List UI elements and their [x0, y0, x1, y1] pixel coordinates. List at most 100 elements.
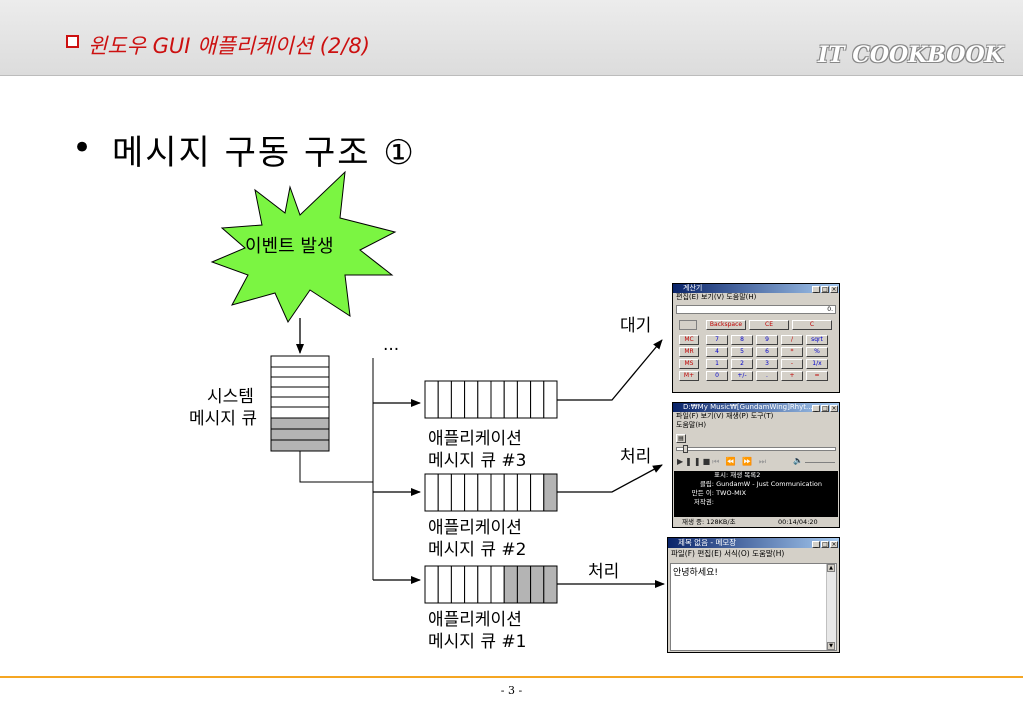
calc-key-button[interactable]: 9	[756, 335, 778, 345]
notepad-text: 안녕하세요!	[673, 568, 719, 578]
calc-key-button[interactable]: =	[806, 371, 828, 381]
calc-key-button[interactable]: +/-	[731, 371, 753, 381]
calc-key-button[interactable]: 7	[706, 335, 728, 345]
notepad-titlebar[interactable]: 제목 없음 - 메모장 _□×	[668, 538, 839, 548]
calc-key-button[interactable]: %	[806, 347, 828, 357]
queue3-label-1: 애플리케이션	[428, 429, 522, 449]
maximize-icon[interactable]: □	[821, 286, 829, 293]
calc-key-button[interactable]: /	[781, 335, 803, 345]
calculator-display: 0.	[676, 305, 836, 314]
skip-icons[interactable]: ⏮ ⏪ ⏩ ⏭	[712, 457, 769, 466]
memory-indicator	[679, 320, 697, 330]
calc-key-button[interactable]: 8	[731, 335, 753, 345]
scroll-down-icon[interactable]: ▼	[827, 642, 835, 650]
playlist-icon[interactable]: ▤	[676, 434, 686, 443]
queue-cell	[477, 565, 492, 604]
minimize-icon[interactable]: _	[812, 405, 820, 412]
player-menubar[interactable]: 파일(F) 보기(V) 재생(P) 도구(T)	[676, 412, 774, 420]
player-title: D:₩My Music₩[GundamWing]Rhyt...	[683, 403, 813, 411]
queue-cell	[503, 380, 518, 419]
state-processing-label-1: 처리	[620, 447, 652, 467]
slide-header	[0, 0, 1023, 76]
app-queue-2	[424, 473, 558, 512]
artist-value: TWO-MIX	[716, 489, 747, 497]
pause-icon[interactable]: ❚❚	[685, 457, 703, 466]
transport-controls[interactable]: ▶❚❚■⏮ ⏪ ⏩ ⏭	[677, 457, 768, 467]
player-titlebar[interactable]: D:₩My Music₩[GundamWing]Rhyt... _□×	[673, 403, 839, 412]
close-icon[interactable]: ×	[830, 286, 838, 293]
notepad-scrollbar[interactable]: ▲ ▼	[826, 564, 836, 650]
brand-logo: IT COOKBOOK	[818, 42, 1004, 68]
queue-cell	[490, 380, 505, 419]
ce-button[interactable]: CE	[749, 320, 789, 330]
calc-memory-button[interactable]: MR	[679, 347, 699, 357]
volume-icon[interactable]: 🔈	[793, 456, 803, 465]
notepad-text-area[interactable]: 안녕하세요! ▲ ▼	[670, 563, 837, 651]
queue2-label-2: 메시지 큐 #2	[428, 540, 527, 560]
calc-key-button[interactable]: 2	[731, 359, 753, 369]
calc-key-button[interactable]: 6	[756, 347, 778, 357]
stop-icon[interactable]: ■	[702, 457, 713, 466]
scroll-up-icon[interactable]: ▲	[827, 564, 835, 572]
state-waiting-label: 대기	[620, 316, 652, 336]
calculator-window[interactable]: 계산기 _□× 편집(E) 보기(V) 도움말(H) 0. Backspace …	[672, 283, 840, 393]
notepad-title: 제목 없음 - 메모장	[678, 538, 737, 547]
slide-heading: 메시지 구동 구조 ①	[112, 133, 416, 173]
play-icon[interactable]: ▶	[677, 457, 686, 466]
calc-key-button[interactable]: 0	[706, 371, 728, 381]
calc-key-button[interactable]: sqrt	[806, 335, 828, 345]
calc-key-button[interactable]: +	[781, 371, 803, 381]
queue-cell	[490, 565, 505, 604]
backspace-button[interactable]: Backspace	[706, 320, 746, 330]
seek-thumb[interactable]	[683, 445, 688, 453]
close-icon[interactable]: ×	[830, 541, 838, 548]
calc-key-button[interactable]: 1/x	[806, 359, 828, 369]
player-menubar-help[interactable]: 도움말(H)	[676, 421, 707, 429]
calculator-titlebar[interactable]: 계산기 _□×	[673, 284, 839, 293]
calc-key-button[interactable]: 5	[731, 347, 753, 357]
queue-cell	[516, 565, 532, 604]
notepad-window[interactable]: 제목 없음 - 메모장 _□× 파일(F) 편집(E) 서식(O) 도움말(H)…	[667, 537, 840, 653]
queue-cell	[450, 565, 466, 604]
seek-bar[interactable]	[676, 447, 836, 451]
minimize-icon[interactable]: _	[812, 286, 820, 293]
calculator-title: 계산기	[683, 284, 703, 292]
system-queue-label-1: 시스템	[207, 387, 254, 407]
app-queue-1	[424, 565, 558, 604]
queue-cell	[437, 473, 452, 512]
checkbox-bullet-icon	[66, 35, 79, 48]
calc-key-button[interactable]: 4	[706, 347, 728, 357]
maximize-icon[interactable]: □	[821, 405, 829, 412]
close-icon[interactable]: ×	[830, 405, 838, 412]
artist-label: 만든 이:	[691, 489, 714, 497]
player-info-panel: 표시: 재생 목록2 클립: GundamW - Just Communicat…	[674, 471, 838, 517]
queue2-label-1: 애플리케이션	[428, 518, 522, 538]
c-button[interactable]: C	[792, 320, 832, 330]
queue-cell	[503, 565, 518, 604]
calc-memory-button[interactable]: MS	[679, 359, 699, 369]
queue-cell	[437, 380, 452, 419]
system-message-queue	[270, 355, 330, 452]
state-processing-label-2: 처리	[588, 562, 620, 582]
calc-key-button[interactable]: .	[756, 371, 778, 381]
queue-cell	[543, 565, 558, 604]
queue-cell	[464, 565, 479, 604]
calc-key-button[interactable]: *	[781, 347, 803, 357]
notepad-menubar[interactable]: 파일(F) 편집(E) 서식(O) 도움말(H)	[671, 549, 785, 558]
calculator-menubar[interactable]: 편집(E) 보기(V) 도움말(H)	[676, 293, 757, 301]
volume-slider[interactable]	[805, 462, 835, 463]
minimize-icon[interactable]: _	[812, 541, 820, 548]
calc-memory-button[interactable]: M+	[679, 371, 699, 381]
queue-cell	[477, 473, 492, 512]
copyright-label: 저작권:	[693, 498, 714, 506]
calc-memory-button[interactable]: MC	[679, 335, 699, 345]
calc-key-button[interactable]: -	[781, 359, 803, 369]
calc-key-button[interactable]: 1	[706, 359, 728, 369]
calc-key-button[interactable]: 3	[756, 359, 778, 369]
queue-cell	[437, 565, 452, 604]
queue-cell	[424, 565, 439, 604]
player-statusbar: 재생 중: 128KB/초 00:14/04:20	[674, 517, 838, 527]
maximize-icon[interactable]: □	[821, 541, 829, 548]
media-player-window[interactable]: D:₩My Music₩[GundamWing]Rhyt... _□× 파일(F…	[672, 402, 840, 528]
app-queue-3	[424, 380, 558, 419]
